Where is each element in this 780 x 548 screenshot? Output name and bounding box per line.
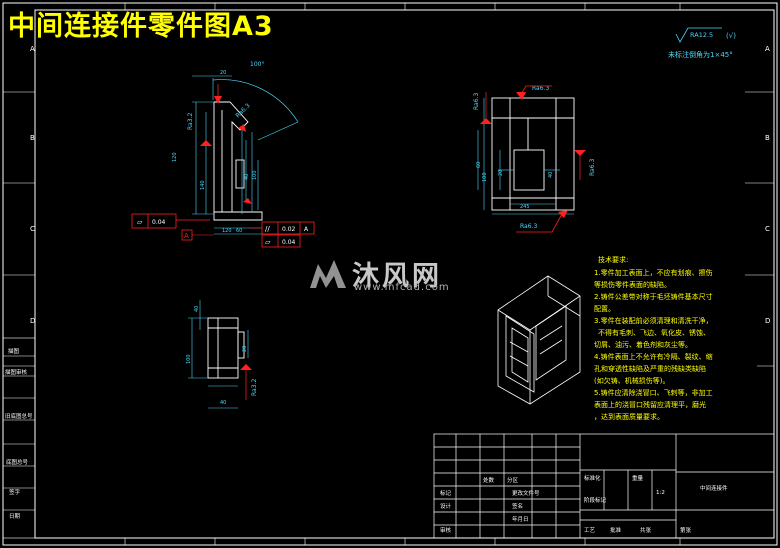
svg-text:Ra6.3: Ra6.3 bbox=[589, 159, 596, 176]
mfcad-logo-icon bbox=[310, 260, 346, 288]
watermark: 沐风网 www.mfcad.com bbox=[306, 252, 486, 296]
svg-text:0.04: 0.04 bbox=[282, 239, 296, 246]
svg-text:1:2: 1:2 bbox=[656, 490, 665, 496]
svg-text:Ra6.3: Ra6.3 bbox=[473, 93, 480, 110]
svg-text:100: 100 bbox=[482, 172, 488, 182]
svg-text:A: A bbox=[304, 226, 309, 233]
svg-text:Ra3.2: Ra3.2 bbox=[251, 379, 258, 396]
svg-text:Ra6.3: Ra6.3 bbox=[532, 85, 549, 92]
svg-text:20: 20 bbox=[242, 346, 248, 352]
svg-text:重量: 重量 bbox=[632, 474, 644, 482]
isometric-view bbox=[497, 275, 581, 405]
strip-label-4: 底图总号 bbox=[6, 458, 29, 466]
svg-text:0.02: 0.02 bbox=[282, 226, 296, 233]
svg-text:B: B bbox=[765, 134, 770, 142]
strip-label-2: 描图审核 bbox=[5, 368, 28, 376]
svg-text:共张: 共张 bbox=[640, 526, 652, 534]
svg-text:120: 120 bbox=[222, 228, 232, 234]
svg-text:未标注倒角为1×45°: 未标注倒角为1×45° bbox=[668, 50, 733, 59]
drawing-title: 中间连接件零件图A3 bbox=[8, 11, 274, 42]
svg-text:100: 100 bbox=[186, 354, 192, 364]
title-block bbox=[433, 433, 775, 539]
svg-text:Ra3.2: Ra3.2 bbox=[187, 113, 194, 130]
part-name: 中间连接件 bbox=[700, 484, 728, 492]
svg-text:(如欠铸、机械损伤等)。: (如欠铸、机械损伤等)。 bbox=[594, 376, 669, 385]
tech-heading: 技术要求: bbox=[598, 255, 628, 264]
svg-text:2.铸件公差带对称于毛坯铸件基本尺寸: 2.铸件公差带对称于毛坯铸件基本尺寸 bbox=[594, 292, 713, 301]
svg-text:1.零件加工表面上，不应有划痕、擦伤: 1.零件加工表面上，不应有划痕、擦伤 bbox=[594, 268, 713, 277]
svg-text:第张: 第张 bbox=[680, 526, 692, 534]
svg-text:签名: 签名 bbox=[512, 502, 523, 510]
svg-text:切屑、油污、着色剂和灰尘等。: 切屑、油污、着色剂和灰尘等。 bbox=[594, 340, 692, 349]
strip-label-3: 旧底图总号 bbox=[5, 412, 33, 420]
svg-text:A: A bbox=[765, 45, 770, 53]
watermark-text: 沐风网 bbox=[352, 261, 442, 292]
svg-text:20: 20 bbox=[220, 70, 226, 76]
svg-text:审核: 审核 bbox=[440, 526, 452, 534]
svg-text:3.零件在装配前必须清理和清洗干净，: 3.零件在装配前必须清理和清洗干净， bbox=[594, 316, 713, 325]
watermark-url: www.mfcad.com bbox=[354, 282, 450, 293]
svg-text:(√): (√) bbox=[726, 32, 736, 40]
svg-text:4.铸件表面上不允许有冷隔、裂纹、缩: 4.铸件表面上不允许有冷隔、裂纹、缩 bbox=[594, 352, 713, 361]
front-view: 100° 20 120 140 100 40 120 bbox=[172, 61, 299, 235]
svg-text:▱: ▱ bbox=[265, 238, 271, 246]
svg-text:140: 140 bbox=[200, 180, 206, 190]
svg-text:245: 245 bbox=[520, 204, 530, 210]
svg-text:20: 20 bbox=[498, 170, 504, 176]
svg-text:阶段标记: 阶段标记 bbox=[584, 496, 607, 504]
svg-text:60: 60 bbox=[476, 162, 482, 168]
svg-text:Ra6.3: Ra6.3 bbox=[520, 223, 537, 230]
svg-text:60: 60 bbox=[236, 228, 242, 234]
svg-text:不得有毛刺、飞边、氧化皮、锈蚀、: 不得有毛刺、飞边、氧化皮、锈蚀、 bbox=[598, 328, 710, 337]
svg-text:100°: 100° bbox=[250, 61, 264, 68]
svg-text:D: D bbox=[765, 317, 770, 325]
strip-label-1: 描图 bbox=[8, 347, 20, 355]
svg-text:0.04: 0.04 bbox=[152, 219, 166, 226]
svg-text:孔和穿透性缺陷及严重的残缺类缺陷: 孔和穿透性缺陷及严重的残缺类缺陷 bbox=[594, 364, 706, 373]
svg-text:RA12.5: RA12.5 bbox=[690, 31, 713, 39]
svg-text:更改文件号: 更改文件号 bbox=[512, 489, 540, 497]
svg-text:表面上的浇冒口残留应清理平，磨光: 表面上的浇冒口残留应清理平，磨光 bbox=[594, 400, 706, 409]
svg-text:120: 120 bbox=[172, 152, 178, 162]
svg-text:处数: 处数 bbox=[483, 476, 495, 484]
svg-text:配置。: 配置。 bbox=[594, 305, 615, 313]
strip-label-5: 签字 bbox=[9, 488, 21, 496]
roughness-note: RA12.5 (√) 未标注倒角为1×45° bbox=[668, 27, 736, 59]
svg-text:40: 40 bbox=[220, 400, 226, 406]
svg-text:40: 40 bbox=[244, 174, 250, 180]
tech-requirements: 技术要求: 1.零件加工表面上，不应有划痕、擦伤 等损伤零件表面的缺陷。 2.铸… bbox=[594, 255, 713, 421]
strip-label-6: 日期 bbox=[9, 513, 21, 520]
svg-text:批准: 批准 bbox=[610, 526, 622, 534]
zone-letter-d: D bbox=[30, 317, 35, 325]
svg-text:设计: 设计 bbox=[440, 502, 452, 510]
svg-text:年月日: 年月日 bbox=[512, 515, 529, 523]
zone-letter-a: A bbox=[30, 45, 35, 53]
svg-text:工艺: 工艺 bbox=[584, 527, 596, 534]
svg-text:100: 100 bbox=[252, 170, 258, 180]
bottom-view: 100 40 20 40 Ra3.2 bbox=[186, 300, 258, 409]
svg-text://: // bbox=[265, 225, 270, 233]
svg-text:40: 40 bbox=[194, 306, 200, 312]
svg-text:等损伤零件表面的缺陷。: 等损伤零件表面的缺陷。 bbox=[594, 280, 671, 289]
zone-letter-b: B bbox=[30, 134, 35, 142]
svg-text:标记: 标记 bbox=[440, 489, 452, 497]
svg-text:，达到表面质量要求。: ，达到表面质量要求。 bbox=[594, 412, 664, 421]
svg-text:▱: ▱ bbox=[137, 218, 143, 226]
svg-text:C: C bbox=[765, 225, 770, 233]
svg-text:5.铸件应清除浇冒口、飞刺等，非加工: 5.铸件应清除浇冒口、飞刺等，非加工 bbox=[594, 388, 713, 397]
svg-text:40: 40 bbox=[548, 172, 554, 178]
tolerance-frames: ▱ 0.04 A // 0.02 A ▱ 0.04 bbox=[131, 213, 315, 248]
svg-text:标准化: 标准化 bbox=[584, 474, 601, 482]
svg-text:A: A bbox=[184, 232, 189, 240]
side-view: 100 60 40 245 20 Ra6.3 Ra6.3 Ra6.3 Ra6.3 bbox=[473, 85, 596, 233]
zone-letter-c: C bbox=[30, 225, 35, 233]
svg-text:分区: 分区 bbox=[507, 476, 519, 484]
left-strip-table bbox=[2, 337, 36, 539]
